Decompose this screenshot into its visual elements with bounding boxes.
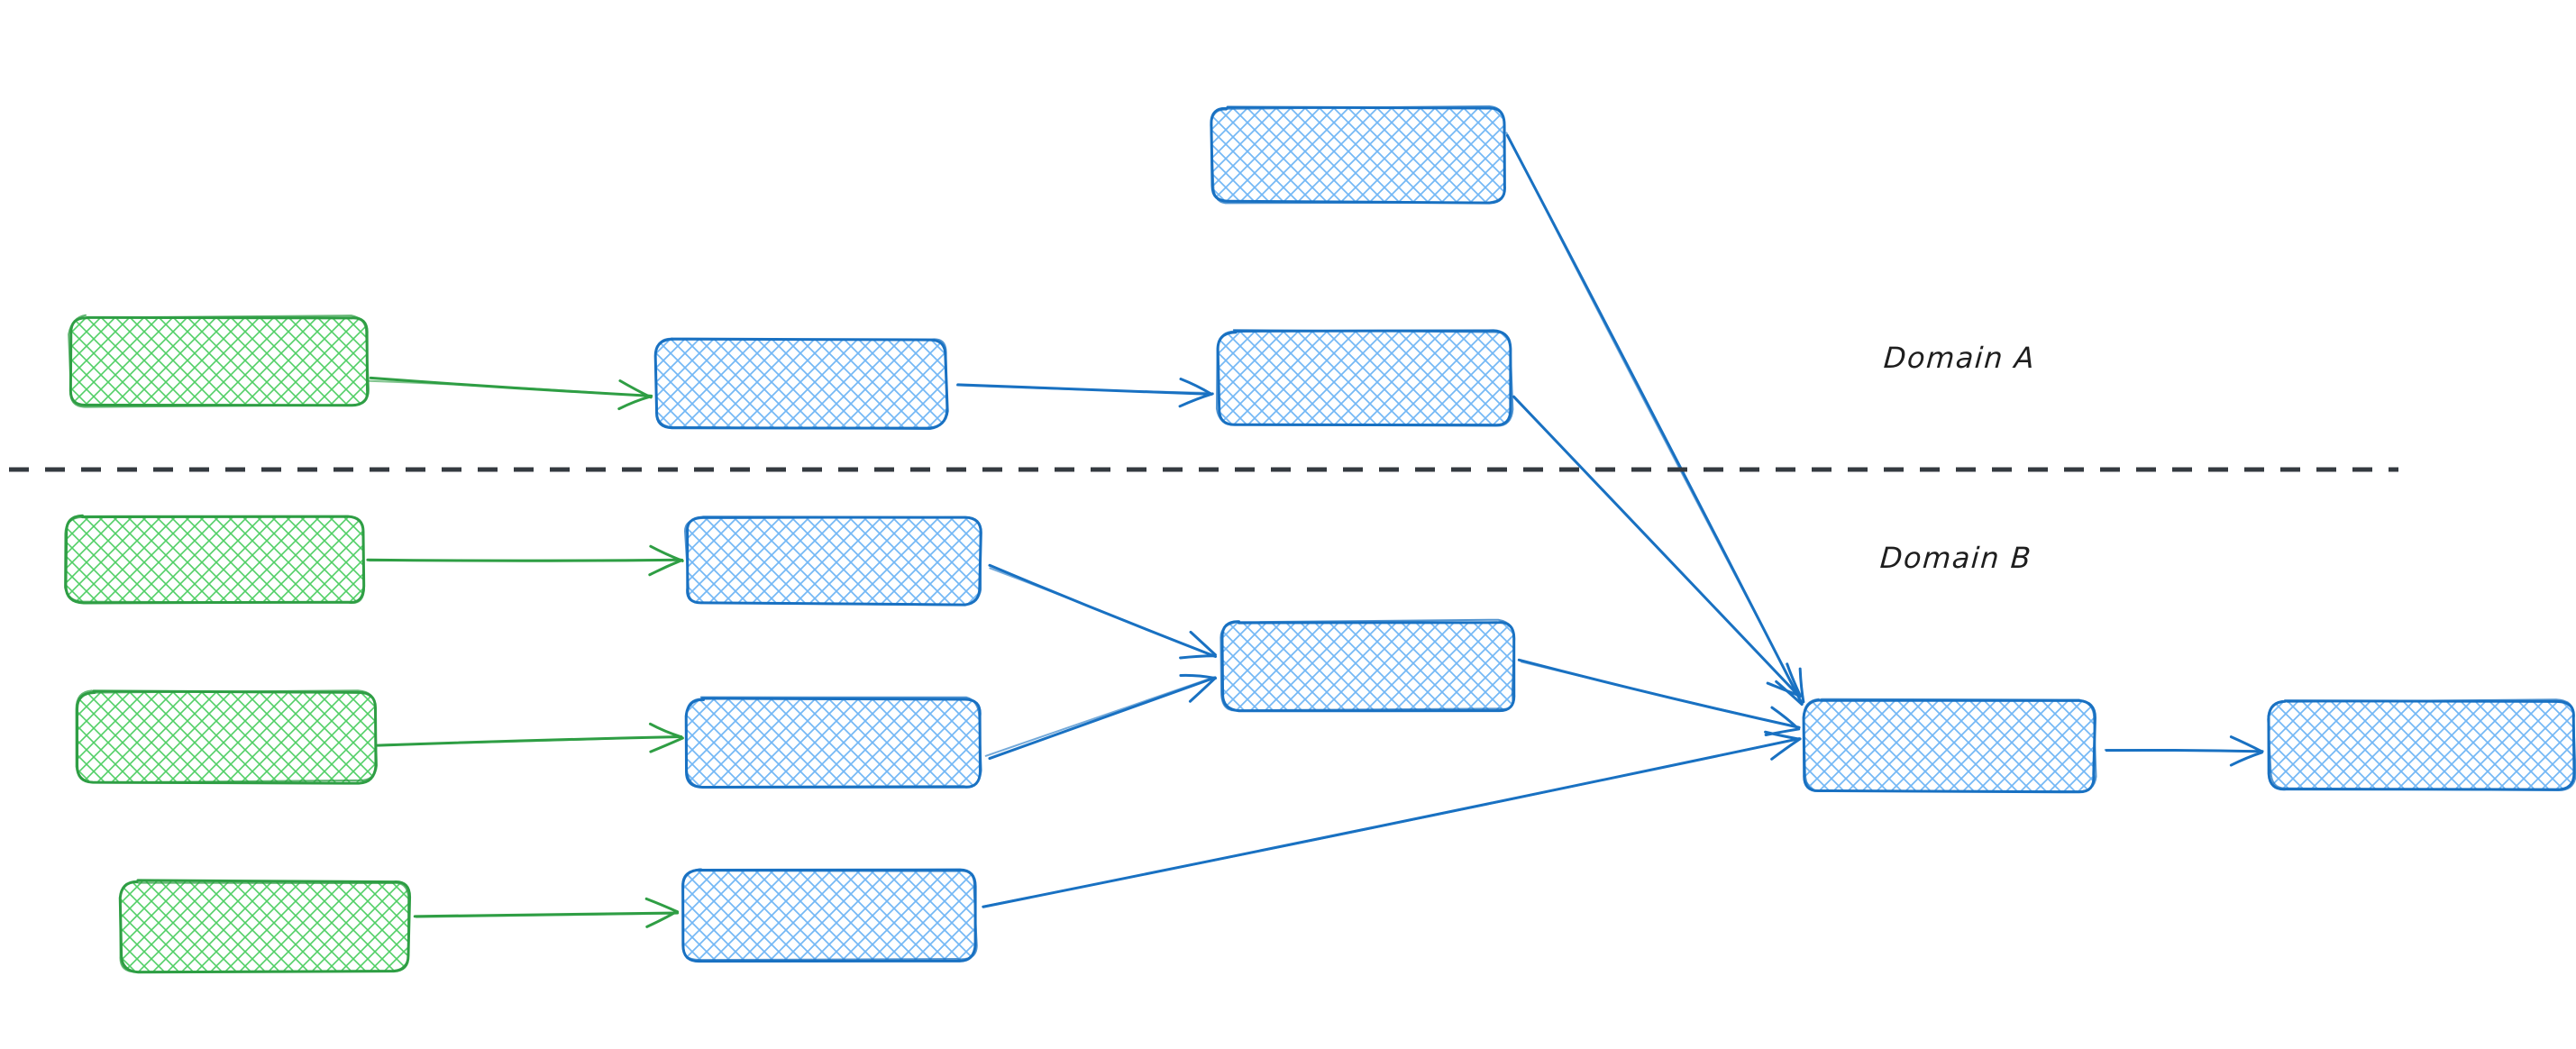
edge-a2-to-b5[interactable] [1512, 395, 1803, 698]
process-node-b-top[interactable] [684, 515, 982, 607]
edge-layer [366, 132, 2264, 928]
process-node-b-bottom-fill [683, 871, 975, 961]
source-node-b3-fill [121, 881, 409, 971]
sink-node-b-fill [1804, 701, 2095, 791]
edge-g2-to-b1[interactable] [366, 544, 684, 577]
edge-b1-to-b4[interactable] [988, 563, 1218, 660]
edge-a0-to-b5[interactable] [1505, 132, 1805, 707]
source-node-b1-outline [64, 515, 365, 605]
process-node-a-right[interactable] [1215, 329, 1514, 427]
process-node-b-top-fill [687, 517, 981, 604]
source-node-a1[interactable] [68, 314, 370, 408]
process-node-a-top-fill [1211, 108, 1505, 202]
source-node-b3-outline [119, 880, 410, 973]
process-node-b-mid-fill [687, 699, 981, 788]
output-node-b-outline [2267, 698, 2576, 792]
edge-a1-to-a2[interactable] [955, 378, 1214, 408]
source-node-b2[interactable] [75, 689, 379, 785]
merge-node-b-outline [1219, 618, 1516, 712]
process-node-b-bottom-outline [681, 868, 978, 962]
source-node-b1-fill [67, 516, 364, 603]
process-node-a-mid-outline [654, 337, 948, 430]
process-node-a-mid-fill [656, 339, 946, 427]
sink-node-b[interactable] [1802, 698, 2097, 794]
process-node-a-top[interactable] [1210, 105, 1507, 205]
edge-g1-to-a1[interactable] [368, 376, 653, 411]
edge-b2-to-b4[interactable] [984, 673, 1218, 761]
output-node-b-fill [2270, 701, 2574, 789]
process-node-b-top-outline [684, 515, 982, 607]
edge-g4-to-b3[interactable] [413, 897, 680, 928]
edge-b4-to-b5[interactable] [1517, 658, 1801, 736]
process-node-a-right-fill [1219, 332, 1511, 425]
source-node-b2-outline [75, 689, 379, 784]
source-node-a1-outline [68, 314, 370, 408]
process-node-a-right-outline [1215, 329, 1514, 427]
source-node-b3[interactable] [118, 879, 412, 974]
process-node-b-mid[interactable] [684, 696, 982, 789]
process-node-a-top-outline [1210, 105, 1506, 205]
edge-b3-to-b5[interactable] [982, 730, 1802, 908]
domain-b-label: Domain B [1878, 541, 2033, 575]
merge-node-b-fill [1222, 622, 1514, 710]
process-node-b-mid-outline [685, 696, 982, 789]
edge-g3-to-b2[interactable] [376, 722, 684, 753]
output-node-b[interactable] [2267, 698, 2576, 792]
source-node-a1-fill [70, 317, 368, 406]
domain-a-label: Domain A [1882, 341, 2037, 375]
merge-node-b[interactable] [1219, 618, 1516, 713]
process-node-a-mid[interactable] [653, 337, 949, 430]
source-node-b1[interactable] [64, 514, 366, 605]
node-layer [64, 105, 2576, 974]
sink-node-b-outline [1803, 698, 2097, 793]
process-node-b-bottom[interactable] [681, 868, 978, 963]
edge-b5-to-b6[interactable] [2104, 735, 2264, 767]
source-node-b2-fill [78, 692, 375, 782]
